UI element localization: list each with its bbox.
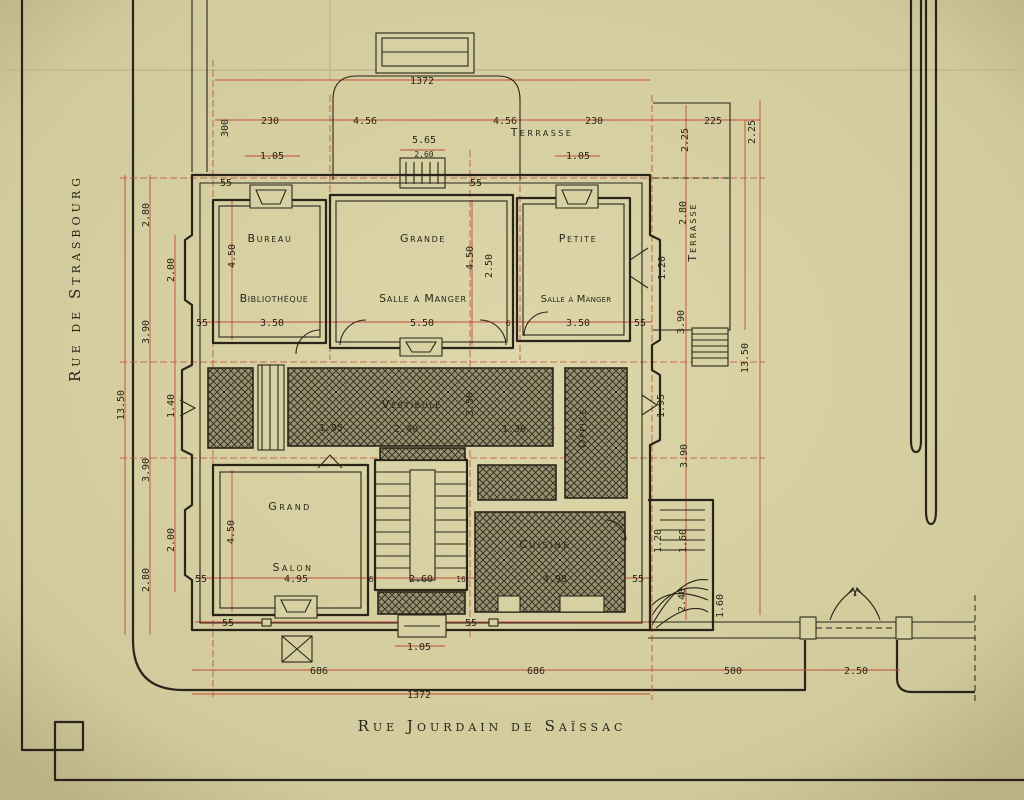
top-terrace [332,32,521,189]
dimension-label: 2.80 [141,203,152,227]
dimension-label: 4.56 [493,116,517,127]
garden-fence [648,586,975,640]
dimension-label: 3.90 [141,458,152,482]
dimension-label: 13.50 [116,390,127,420]
room-label-salon: Salon [273,561,314,574]
dimension-label: 1.30 [502,424,526,435]
dimension-label: 1.95 [656,394,667,418]
dimension-label: 686 [310,666,328,677]
dimension-labels: 1372 230 4.56 4.56 230 225 300 5.65 1.05… [116,76,868,701]
dimension-label: 500 [724,666,742,677]
room-bureau [211,184,328,355]
dimension-label: 1372 [407,690,431,701]
dimension-label: 2.25 [747,120,758,144]
dimension-label: 686 [527,666,545,677]
entry-details [261,614,499,663]
dimension-label: 55 [634,318,646,329]
dimension-label: 2.00 [166,528,177,552]
dimension-label: 2.60 [414,150,433,159]
dimension-label: 300 [220,119,231,137]
sheet-border [20,0,1024,782]
building-walls [180,173,662,632]
dimension-label: 2.40 [394,424,418,435]
dimension-label: 3.50 [566,318,590,329]
dimension-label: 1.95 [319,423,343,434]
dimension-label: 4.95 [284,574,308,585]
dimension-label: 6 [369,575,374,584]
dimension-label: 2.50 [844,666,868,677]
room-label-grand: Grand [268,500,311,513]
dimension-label: 16 [456,575,466,584]
room-petite-salle [515,184,649,343]
dimension-label: 2.60 [409,574,433,585]
dimension-label: 2.80 [678,201,689,225]
dimension-label: 5.50 [410,318,434,329]
dimension-label: 55 [222,618,234,629]
dimension-label: 13.50 [740,343,751,373]
room-label-grande: Grande [400,232,446,245]
dimension-label: 55 [470,178,482,189]
dimension-label: 3.90 [679,444,690,468]
dimension-label: 5.65 [412,135,436,146]
street-curbs [131,0,976,705]
dimension-label: 1.05 [566,151,590,162]
dimension-label: 2.25 [680,128,691,152]
dimension-label: 1.05 [260,151,284,162]
dimension-label: 1.60 [678,529,689,553]
dimension-label: 6 [506,319,511,328]
room-label-bureau: Bureau [248,232,293,245]
dimension-label: 55 [196,318,208,329]
middle-band [179,364,658,499]
room-labels: Bureau Grande Petite Bibliothèque Salle … [240,126,699,574]
dimension-label: 1.20 [657,256,668,280]
dimension-label: 2.00 [166,258,177,282]
room-grand-salon [211,454,370,619]
dimension-label: 4.50 [227,244,238,268]
central-staircase [373,447,469,615]
dimension-label: 2.40 [677,588,688,612]
dimension-label: 230 [585,116,603,127]
room-label-salle-a-manger-petite: Salle à Manger [541,294,612,305]
dimension-label: 230 [261,116,279,127]
dimension-label: 3.90 [676,310,687,334]
dimension-label: 1.05 [407,642,431,653]
dimension-label: 1.20 [653,529,664,553]
dimension-label: 4.98 [543,574,567,585]
dimension-label: 2.80 [141,568,152,592]
dimension-label: 4.50 [465,246,476,270]
dimension-label: 3.90 [141,320,152,344]
room-grande-salle [328,193,515,357]
tram-tracks [909,0,938,526]
room-label-bibliotheque: Bibliothèque [240,292,309,305]
room-label-terrasse-right: Terrasse [686,202,699,262]
dimension-label: 3.50 [465,392,476,416]
street-name-bottom: Rue Jourdain de Saïssac [358,717,627,735]
dimension-label: 55 [465,618,477,629]
dimension-label: 1.60 [715,594,726,618]
room-label-office: Office [576,408,589,448]
dimension-label: 55 [220,178,232,189]
paper-folds [0,0,1024,80]
room-cuisine [474,464,627,613]
room-label-terrasse-top: Terrasse [510,126,573,139]
room-label-cuisine: Cuisine [519,538,570,551]
room-label-salle-a-manger-grande: Salle à Manger [379,292,467,305]
dimension-label: 4.50 [226,520,237,544]
room-label-vestibule: Vestibule [382,398,442,411]
right-terrace [653,102,731,367]
dimension-label: 225 [704,116,722,127]
dimension-label: 1.40 [166,394,177,418]
room-label-petite: Petite [559,232,597,245]
dimension-label: 1372 [410,76,434,87]
dimension-label: 55 [632,574,644,585]
street-name-left: Rue de Strasbourg [66,174,84,382]
dimension-label: 2.50 [484,254,495,278]
right-service-stair [648,498,715,632]
dimension-label: 55 [195,574,207,585]
dimension-label: 4.56 [353,116,377,127]
dimension-label: 3.50 [260,318,284,329]
